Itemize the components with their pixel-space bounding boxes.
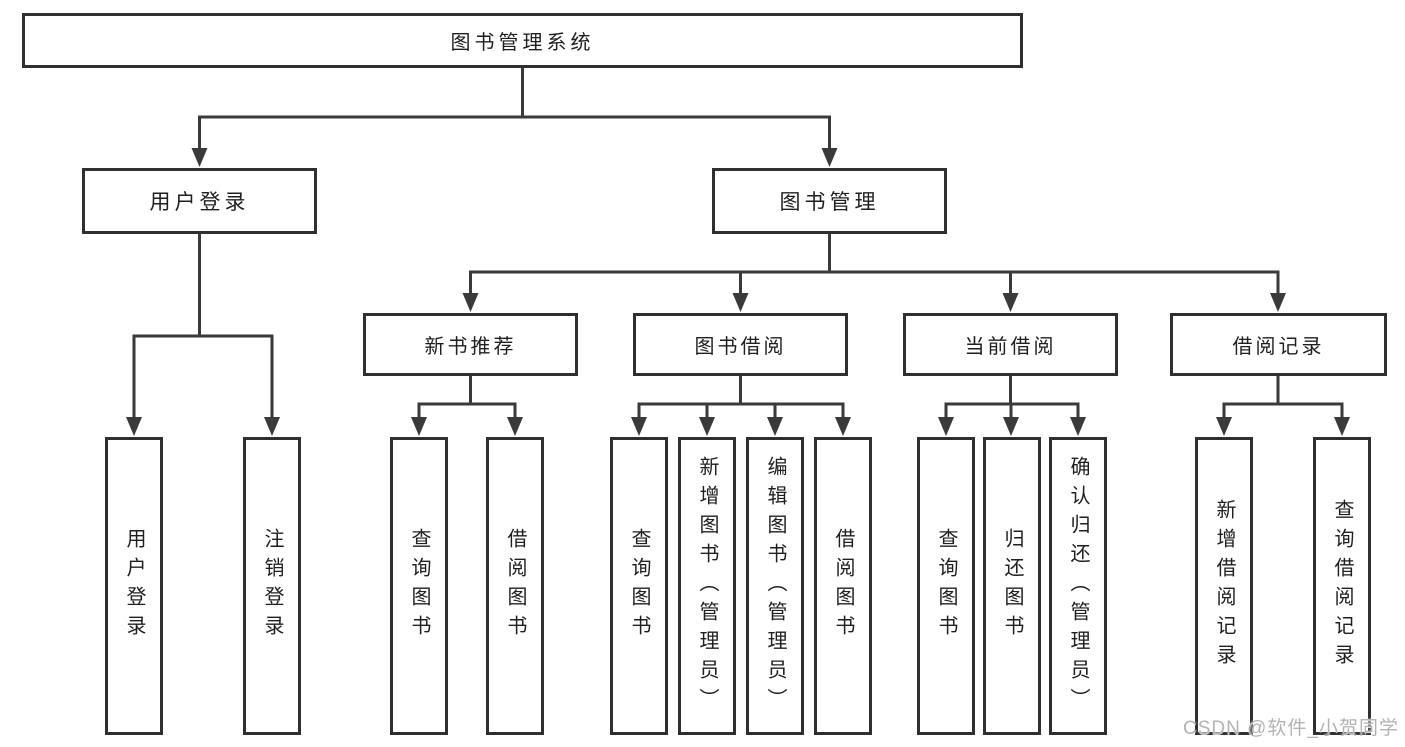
leaf-newbook-borrow-books: 借阅图书 (486, 437, 544, 735)
leaf-borrowing-add-books-admin-label: 新增图书（管理员） (696, 455, 718, 717)
leaf-logout: 注销登录 (243, 437, 301, 735)
leaf-newbook-borrow-books-label: 借阅图书 (504, 528, 526, 644)
leaf-current-return-books-label: 归还图书 (1001, 528, 1023, 644)
node-root: 图书管理系统 (22, 13, 1023, 68)
node-book-borrowing: 图书借阅 (633, 313, 848, 376)
leaf-logout-label: 注销登录 (261, 528, 283, 644)
leaf-current-confirm-return-admin: 确认归还（管理员） (1049, 437, 1107, 735)
leaf-current-confirm-return-admin-label: 确认归还（管理员） (1067, 455, 1089, 717)
leaf-borrowing-edit-books-admin-label: 编辑图书（管理员） (764, 455, 786, 717)
node-new-book-recommendation: 新书推荐 (363, 313, 578, 376)
node-user-login: 用户登录 (82, 168, 317, 234)
leaf-records-add-borrow-record-label: 新增借阅记录 (1213, 499, 1235, 673)
leaf-records-query-borrow-record: 查询借阅记录 (1313, 437, 1371, 735)
leaf-records-query-borrow-record-label: 查询借阅记录 (1331, 499, 1353, 673)
leaf-newbook-query-books: 查询图书 (390, 437, 448, 735)
leaf-current-query-books: 查询图书 (917, 437, 975, 735)
leaf-current-query-books-label: 查询图书 (935, 528, 957, 644)
csdn-watermark: CSDN @软件_小贺同学 (1183, 718, 1399, 739)
leaf-borrowing-add-books-admin: 新增图书（管理员） (678, 437, 736, 735)
leaf-borrowing-query-books-label: 查询图书 (628, 528, 650, 644)
leaf-borrowing-edit-books-admin: 编辑图书（管理员） (746, 437, 804, 735)
leaf-user-login-label: 用户登录 (123, 528, 145, 644)
leaf-borrowing-query-books: 查询图书 (610, 437, 668, 735)
leaf-current-return-books: 归还图书 (983, 437, 1041, 735)
leaf-borrowing-borrow-books: 借阅图书 (814, 437, 872, 735)
leaf-records-add-borrow-record: 新增借阅记录 (1195, 437, 1253, 735)
leaf-newbook-query-books-label: 查询图书 (408, 528, 430, 644)
node-borrowing-records: 借阅记录 (1170, 313, 1387, 376)
node-book-management: 图书管理 (712, 168, 947, 234)
node-current-borrowing: 当前借阅 (903, 313, 1118, 376)
leaf-borrowing-borrow-books-label: 借阅图书 (832, 528, 854, 644)
leaf-user-login: 用户登录 (105, 437, 163, 735)
